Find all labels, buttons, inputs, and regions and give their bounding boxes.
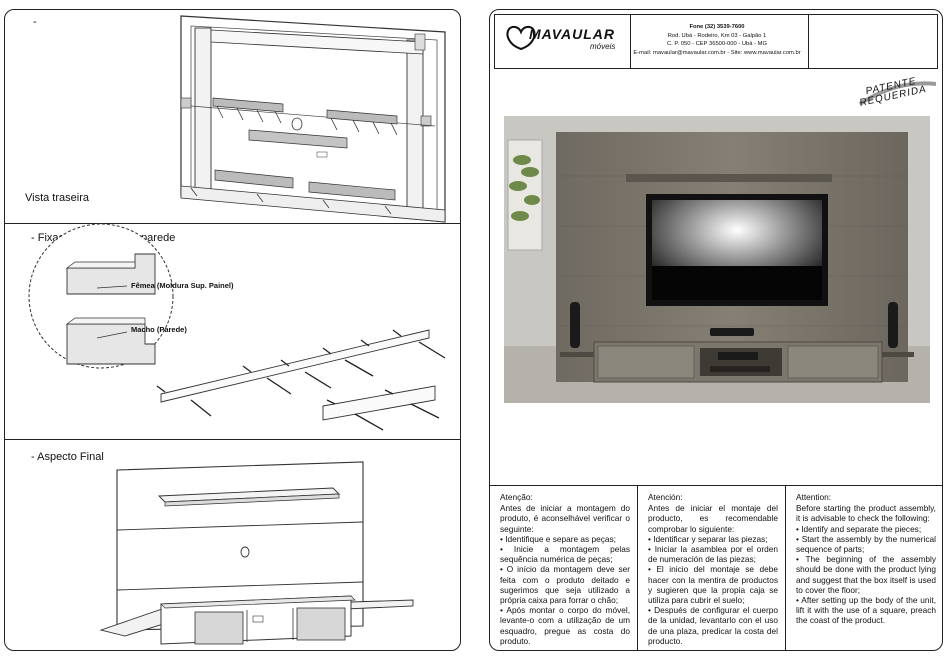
product-photo: [504, 116, 930, 403]
notes-item-es: • Identificar y separar las piezas;: [648, 533, 768, 544]
assembly-diagrams-panel: - Vi: [4, 9, 461, 651]
notes-item-es: • Iniciar la asamblea por el orden de nu…: [648, 544, 778, 565]
section-divider: [5, 439, 460, 440]
product-info-panel: MAVAULAR móveis Fone (32) 3539-7600 Rod.…: [489, 9, 943, 651]
notes-item-pt: • O início da montagem deve ser feita co…: [500, 564, 630, 606]
company-header: MAVAULAR móveis Fone (32) 3539-7600 Rod.…: [494, 14, 938, 69]
notes-item-es: • El inicio del montaje se debe hacer co…: [648, 564, 778, 606]
brand-logo-text: MAVAULAR: [529, 26, 616, 42]
notes-spanish: Atención: Antes de iniciar el montaje de…: [638, 492, 784, 646]
notes-title-es: Atención:: [648, 492, 683, 502]
notes-item-en: • Start the assembly by the numerical se…: [796, 533, 936, 555]
wall-fix-drawing: [28, 223, 446, 431]
section-dash: -: [33, 16, 37, 28]
final-aspect-drawing: [99, 461, 414, 645]
notes-item-en: • After setting up the body of the unit,…: [796, 595, 936, 626]
notes-intro-pt: Antes de iniciar a montagem do produto, …: [500, 503, 630, 534]
brand-heart-icon: [506, 25, 536, 51]
male-profile-label: Macho (Parede): [131, 325, 187, 334]
notes-english: Attention: Before starting the product a…: [786, 492, 942, 626]
tv-panel-illustration: [504, 116, 930, 403]
notes-portuguese: Atenção: Antes de iniciar a montagem do …: [490, 492, 636, 646]
company-address-line1: Rod. Ubá - Rodeiro, Km 03 - Galpão 1: [667, 33, 767, 39]
section-divider: [5, 223, 460, 224]
notes-title-en: Attention:: [796, 492, 832, 502]
notes-title-pt: Atenção:: [500, 492, 533, 502]
company-email: E-mail: mavaular@mavaular.com.br - Site:…: [633, 50, 801, 56]
notes-item-en: • The beginning of the assembly should b…: [796, 554, 936, 595]
notes-item-pt: • Identifique e separe as peças;: [500, 533, 616, 544]
company-phone: Fone (32) 3539-7600: [689, 24, 745, 30]
notes-item-pt: • Inicie a montagem pelas sequência numé…: [500, 544, 630, 565]
patent-badge-icon: [858, 81, 937, 106]
brand-subtitle: móveis: [590, 42, 616, 51]
notes-intro-en: Before starting the product assembly, it…: [796, 503, 936, 524]
final-aspect-title: - Aspecto Final: [31, 451, 104, 463]
notes-item-es: • Después de configurar el cuerpo de la …: [648, 605, 778, 646]
assembly-notes: Atenção: Antes de iniciar a montagem do …: [490, 485, 942, 650]
rear-view-drawing: [180, 15, 446, 223]
notes-intro-es: Antes de iniciar el montaje del producto…: [648, 503, 778, 534]
female-profile-label: Fêmea (Moldura Sup. Painel): [131, 281, 234, 290]
company-address-line2: C. P. 050 - CEP 36500-000 - Ubá - MG: [667, 41, 767, 47]
notes-item-en: • Identify and separate the pieces;: [796, 523, 922, 534]
rear-view-label: Vista traseira: [25, 192, 89, 204]
notes-item-pt: • Após montar o corpo do móvel, levante-…: [500, 605, 630, 646]
